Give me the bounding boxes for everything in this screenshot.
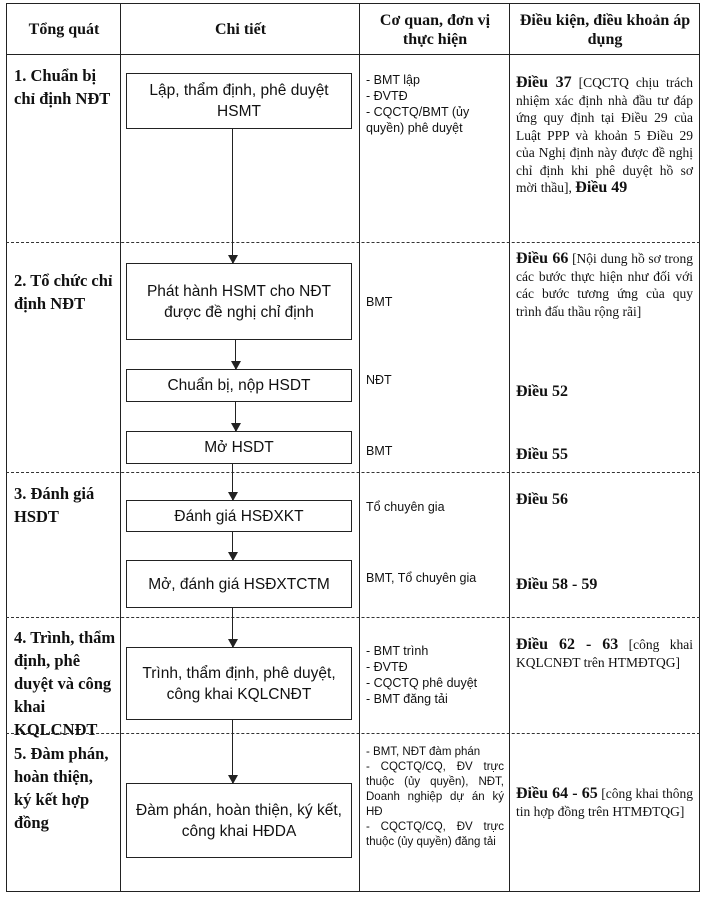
- phase-5-label: 5. Đàm phán, hoàn thiện, ký kết hợp đồng: [14, 744, 109, 832]
- phase-1-label: 1. Chuẩn bị chỉ định NĐT: [14, 66, 111, 108]
- header-overview: Tổng quát: [28, 21, 100, 38]
- flow-arrow: [227, 129, 238, 264]
- agency-step-6: BMT, Tổ chuyên gia: [366, 571, 477, 585]
- flow-arrow: [227, 608, 238, 648]
- header-divider: [6, 54, 700, 55]
- step-open-hsdt: Mở HSDT: [126, 431, 352, 464]
- agency-step-5: Tổ chuyên gia: [366, 500, 445, 514]
- phase-3-label: 3. Đánh giá HSDT: [14, 484, 95, 526]
- flow-arrow: [227, 532, 238, 561]
- header-conditions: Điều kiện, điều khoản áp dụng: [519, 12, 691, 48]
- phase-4-label: 4. Trình, thẩm định, phê duyệt và công k…: [14, 628, 116, 739]
- condition-step-1: Điều 37 [CQCTQ chịu trách nhiệm xác định…: [516, 74, 694, 196]
- step-negotiate-contract: Đàm phán, hoàn thiện, ký kết, công khai …: [126, 783, 352, 858]
- header-detail: Chi tiết: [214, 21, 267, 38]
- step-evaluate-hsdxkt: Đánh giá HSĐXKT: [126, 500, 352, 532]
- flow-arrow: [230, 340, 241, 370]
- agency-step-4: BMT: [366, 444, 393, 458]
- phase-divider: [6, 472, 700, 473]
- condition-step-8: Điều 64 - 65 [công khai thông tin hợp đồ…: [516, 785, 694, 819]
- step-evaluate-hsdxtctm: Mở, đánh giá HSĐXTCTM: [126, 560, 352, 608]
- phase-2-label: 2. Tổ chức chỉ định NĐT: [14, 271, 113, 313]
- agency-step-7: - BMT trình - ĐVTĐ - CQCTQ phê duyệt - B…: [366, 644, 478, 706]
- flow-arrow: [227, 464, 238, 501]
- condition-step-4: Điều 55: [516, 446, 568, 463]
- agency-step-2: BMT: [366, 295, 393, 309]
- column-divider: [120, 3, 121, 892]
- flow-arrow: [227, 720, 238, 784]
- step-submit-hsdt: Chuẩn bị, nộp HSDT: [126, 369, 352, 402]
- phase-divider: [6, 617, 700, 618]
- column-divider: [509, 3, 510, 892]
- flow-arrow: [230, 402, 241, 432]
- phase-divider: [6, 733, 700, 734]
- column-divider: [359, 3, 360, 892]
- agency-step-8: - BMT, NĐT đàm phán - CQCTQ/CQ, ĐV trực …: [366, 746, 504, 848]
- step-issue-hsmt: Phát hành HSMT cho NĐT được đề nghị chỉ …: [126, 263, 352, 340]
- agency-step-1: - BMT lập - ĐVTĐ - CQCTQ/BMT (ủy quyền) …: [366, 73, 470, 135]
- condition-step-5: Điều 56: [516, 491, 568, 508]
- condition-step-2: Điều 66 [Nội dung hồ sơ trong các bước t…: [516, 250, 694, 319]
- condition-step-3: Điều 52: [516, 383, 568, 400]
- header-agency: Cơ quan, đơn vị thực hiện: [379, 12, 491, 48]
- agency-step-3: NĐT: [366, 373, 392, 387]
- condition-step-6: Điều 58 - 59: [516, 576, 598, 593]
- phase-divider: [6, 242, 700, 243]
- step-approve-kqlcndt: Trình, thẩm định, phê duyệt, công khai K…: [126, 647, 352, 720]
- process-table: [6, 3, 700, 892]
- condition-step-7: Điều 62 - 63 [công khai KQLCNĐT trên HTM…: [516, 636, 694, 670]
- step-prepare-hsmt: Lập, thẩm định, phê duyệt HSMT: [126, 73, 352, 129]
